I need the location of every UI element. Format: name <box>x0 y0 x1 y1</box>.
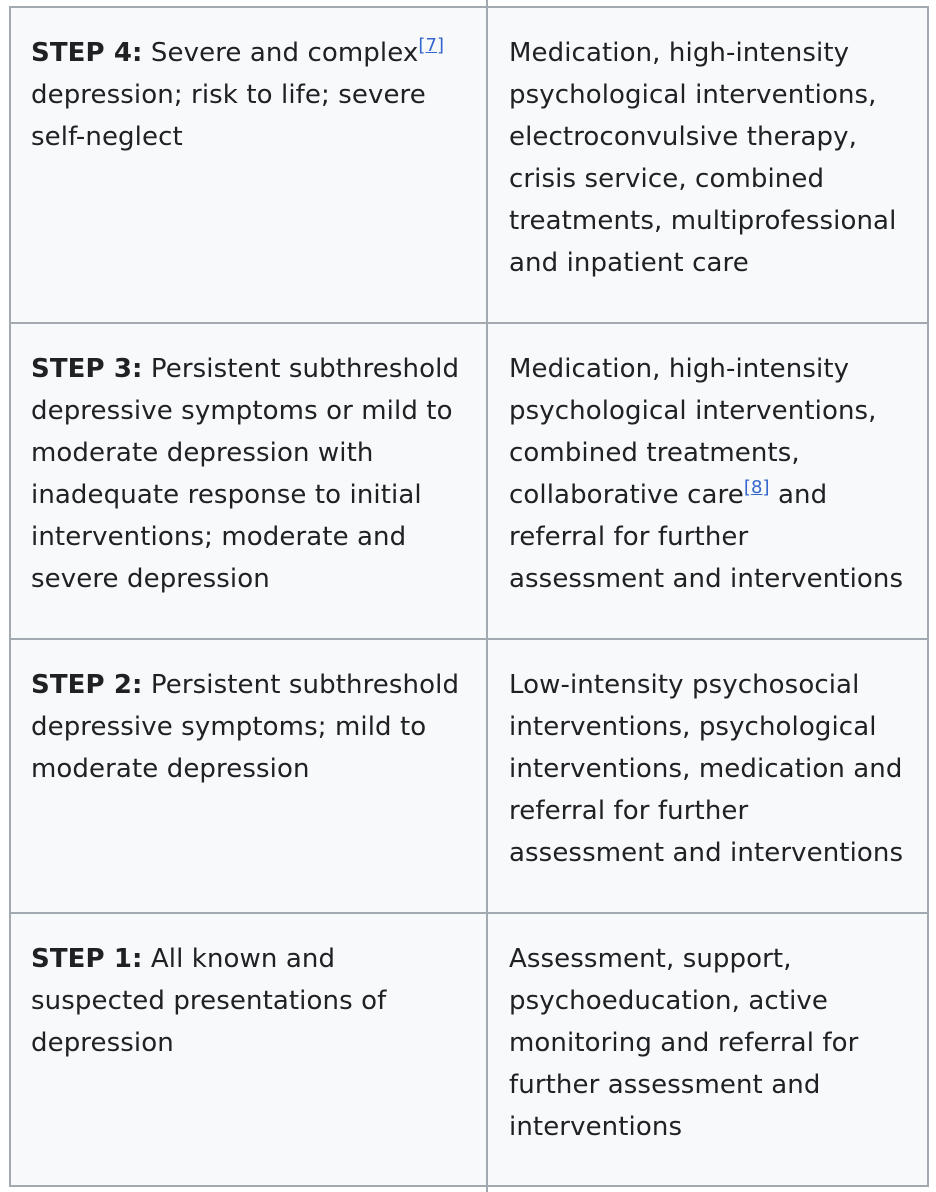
step-4-label: STEP 4: <box>31 38 143 68</box>
step-4-description: Severe and complex <box>150 38 419 68</box>
step-2-interventions: Low-intensity psychosocial interventions… <box>509 670 904 868</box>
step-1-label: STEP 1: <box>31 944 143 974</box>
table-row-step-4: STEP 4: Severe and complex[7] depression… <box>9 8 929 324</box>
step-4-reference: [7] <box>418 35 444 56</box>
step-2-label: STEP 2: <box>31 670 143 700</box>
step-3-description: Persistent subthreshold depressive sympt… <box>31 354 460 594</box>
table-row-step-3: STEP 3: Persistent subthreshold depressi… <box>9 324 929 640</box>
table-top-border <box>9 6 929 8</box>
table-row-step-1: STEP 1: All known and suspected presenta… <box>9 914 929 1187</box>
step-3-interventions-cell: Medication, high-intensity psychological… <box>509 348 909 600</box>
step-4-description-cell: STEP 4: Severe and complex[7] depression… <box>31 32 471 158</box>
step-1-description: All known and suspected presentations of… <box>31 944 387 1058</box>
step-2-description-cell: STEP 2: Persistent subthreshold depressi… <box>31 664 471 790</box>
reference-link-7[interactable]: [7] <box>418 35 445 56</box>
table-row-step-2: STEP 2: Persistent subthreshold depressi… <box>9 640 929 914</box>
step-3-interventions-continued: and referral for further assessment and … <box>509 480 904 594</box>
step-2-description: Persistent subthreshold depressive sympt… <box>31 670 460 784</box>
stepped-care-table <box>9 6 929 1187</box>
step-4-description-continued: depression; risk to life; severe self-ne… <box>31 80 426 152</box>
column-divider <box>486 0 488 1192</box>
step-3-label: STEP 3: <box>31 354 143 384</box>
step-3-description-cell: STEP 3: Persistent subthreshold depressi… <box>31 348 471 600</box>
step-3-reference: [8] <box>744 477 770 498</box>
step-2-interventions-cell: Low-intensity psychosocial interventions… <box>509 664 909 874</box>
step-4-interventions-cell: Medication, high-intensity psychological… <box>509 32 909 284</box>
step-1-interventions-cell: Assessment, support, psychoeducation, ac… <box>509 938 909 1148</box>
step-3-interventions: Medication, high-intensity psychological… <box>509 354 877 510</box>
step-1-description-cell: STEP 1: All known and suspected presenta… <box>31 938 471 1064</box>
step-1-interventions: Assessment, support, psychoeducation, ac… <box>509 944 859 1142</box>
reference-link-8[interactable]: [8] <box>743 477 770 498</box>
step-4-interventions: Medication, high-intensity psychological… <box>509 38 897 278</box>
